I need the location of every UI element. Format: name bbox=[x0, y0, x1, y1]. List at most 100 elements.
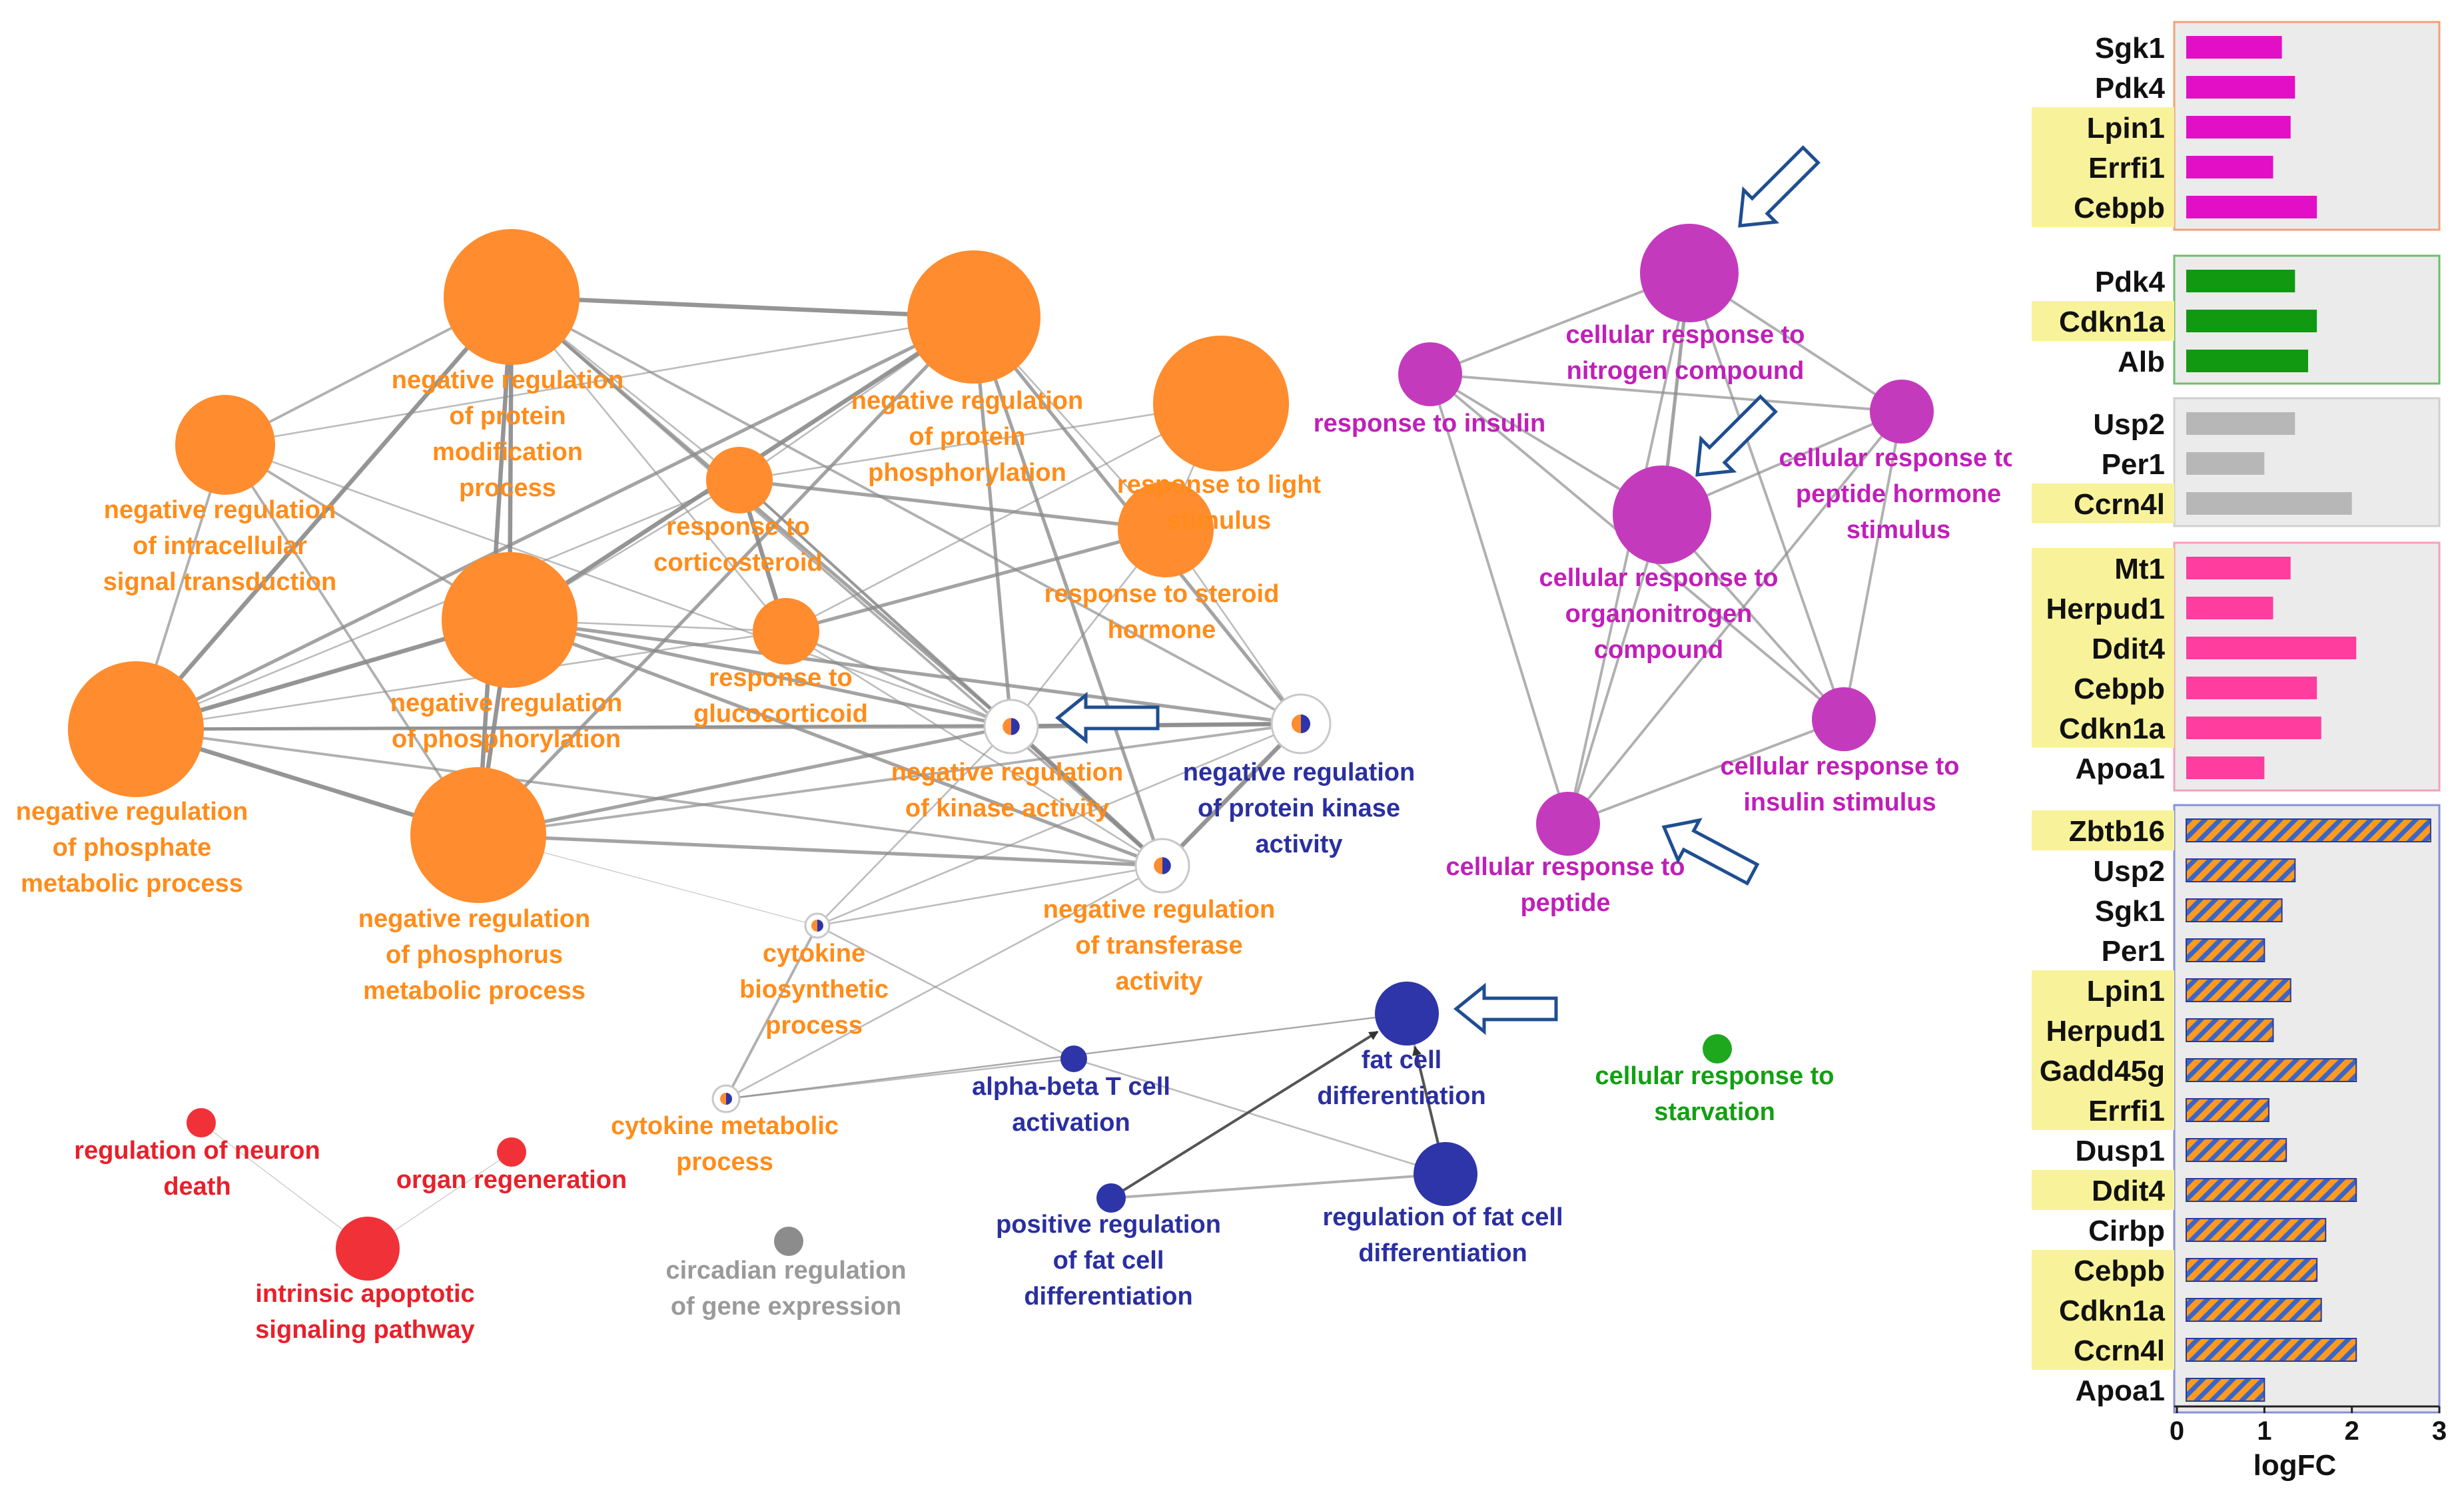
node-label-line: hormone bbox=[1108, 616, 1216, 644]
gene-highlight bbox=[2032, 970, 2174, 1010]
node-magenta[interactable] bbox=[1398, 342, 1462, 406]
gene-label: Per1 bbox=[2102, 448, 2165, 481]
node-label-line: cellular response to bbox=[1595, 1062, 1834, 1090]
node-label-line: process bbox=[676, 1148, 773, 1176]
node-orange[interactable] bbox=[706, 447, 773, 513]
network-edge bbox=[511, 294, 975, 320]
network-edge bbox=[739, 478, 1166, 531]
logfc-bar bbox=[2186, 1298, 2322, 1322]
node-label-line: cellular response to bbox=[1779, 444, 2012, 472]
node-orange[interactable] bbox=[175, 395, 275, 495]
network-edge bbox=[1009, 725, 1164, 868]
gene-highlight bbox=[2032, 483, 2174, 523]
network-edge bbox=[1429, 374, 1569, 824]
logfc-bar bbox=[2186, 637, 2357, 659]
logfc-bar bbox=[2186, 1378, 2265, 1402]
logfc-bar bbox=[2186, 756, 2265, 779]
gene-highlight bbox=[2032, 1170, 2174, 1210]
logfc-bar bbox=[2186, 350, 2308, 372]
network-edge bbox=[478, 725, 1012, 837]
network-nodes bbox=[68, 224, 1934, 1281]
gene-label: Zbtb16 bbox=[2069, 815, 2165, 848]
node-red[interactable] bbox=[336, 1217, 400, 1281]
logfc-bar bbox=[2186, 1338, 2357, 1362]
node-blue[interactable] bbox=[1375, 982, 1439, 1046]
node-orange[interactable] bbox=[442, 552, 578, 688]
node-label-line: regulation of fat cell bbox=[1322, 1203, 1563, 1231]
logfc-bar bbox=[2186, 1098, 2269, 1122]
node-green[interactable] bbox=[1703, 1034, 1732, 1063]
network-edge bbox=[1110, 1173, 1446, 1199]
node-blue[interactable] bbox=[1060, 1046, 1087, 1072]
node-orange[interactable] bbox=[444, 229, 580, 365]
directed-edge bbox=[1110, 1030, 1379, 1199]
network-edge bbox=[1843, 411, 1903, 720]
network-edge bbox=[224, 444, 1012, 728]
x-axis-label: logFC bbox=[2254, 1449, 2337, 1482]
node-red[interactable] bbox=[187, 1108, 216, 1137]
network-edge bbox=[1688, 272, 1845, 720]
network-edge bbox=[972, 316, 1013, 727]
node-mixed-blue-half bbox=[1162, 857, 1171, 874]
logfc-bar bbox=[2186, 196, 2317, 218]
node-magenta[interactable] bbox=[1812, 687, 1876, 751]
gene-label: Herpud1 bbox=[2046, 1015, 2165, 1048]
node-gray[interactable] bbox=[774, 1227, 803, 1256]
node-magenta[interactable] bbox=[1870, 380, 1934, 444]
node-mixed-orange-half bbox=[1154, 857, 1162, 874]
node-label-line: of fat cell bbox=[1053, 1247, 1164, 1275]
node-orange[interactable] bbox=[68, 661, 204, 797]
network-edge bbox=[785, 630, 1012, 728]
node-label-line: regulation of neuron bbox=[74, 1137, 320, 1165]
node-magenta[interactable] bbox=[1536, 792, 1600, 856]
node-label-line: of intracellular bbox=[133, 532, 307, 560]
gene-highlight bbox=[2032, 668, 2174, 708]
node-label-line: negative regulation bbox=[104, 496, 336, 524]
node-mixed-blue-half bbox=[817, 920, 823, 932]
node-label-line: response to bbox=[709, 664, 852, 692]
gene-label: Ccrn4l bbox=[2074, 1335, 2165, 1367]
node-orange[interactable] bbox=[410, 767, 546, 903]
logfc-bar bbox=[2186, 677, 2317, 699]
node-red[interactable] bbox=[497, 1137, 526, 1167]
node-label-line: of protein bbox=[909, 423, 1025, 451]
network-edge bbox=[509, 618, 1302, 726]
node-label-line: death bbox=[163, 1173, 230, 1201]
logfc-bar bbox=[2186, 156, 2273, 178]
x-tick-label: 1 bbox=[2257, 1416, 2271, 1446]
gene-label: Ddit4 bbox=[2092, 1175, 2166, 1207]
node-label: organ regeneration bbox=[396, 1166, 627, 1194]
network-edge bbox=[725, 925, 819, 1099]
node-blue[interactable] bbox=[1096, 1183, 1126, 1213]
node-magenta[interactable] bbox=[1640, 224, 1739, 322]
node-orange[interactable] bbox=[753, 598, 819, 665]
gene-label: Per1 bbox=[2102, 935, 2165, 968]
logfc-bar bbox=[2186, 978, 2291, 1002]
node-magenta[interactable] bbox=[1613, 465, 1711, 564]
gene-label: Errfi1 bbox=[2088, 152, 2165, 184]
node-label-line: signal transduction bbox=[103, 568, 336, 596]
node-label-line: peptide bbox=[1520, 889, 1610, 917]
node-blue[interactable] bbox=[1414, 1142, 1477, 1206]
node-label-line: negative regulation bbox=[390, 689, 622, 717]
network-edge bbox=[510, 296, 1164, 867]
network-edge bbox=[1567, 410, 1903, 825]
gene-label: Pdk4 bbox=[2095, 72, 2166, 105]
logfc-bar bbox=[2186, 597, 2273, 619]
node-label: response to insulin bbox=[1314, 410, 1545, 438]
gene-highlight bbox=[2032, 1250, 2174, 1290]
node-orange[interactable] bbox=[1118, 481, 1214, 577]
node-orange[interactable] bbox=[907, 250, 1040, 384]
node-label-line: of transferase bbox=[1075, 932, 1242, 960]
node-label-line: cellular response to bbox=[1565, 321, 1805, 349]
logfc-bar bbox=[2186, 1018, 2274, 1042]
node-orange[interactable] bbox=[1153, 336, 1289, 471]
